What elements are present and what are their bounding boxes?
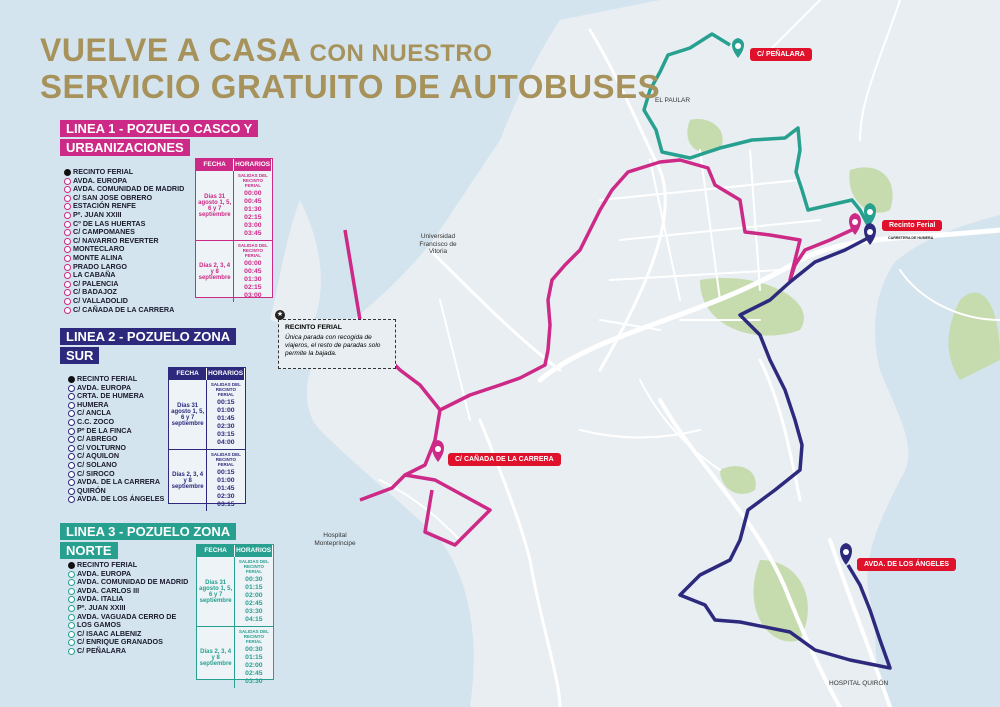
stop-item: AVDA. COMUNIDAD DE MADRID (68, 578, 188, 587)
stop-item: C/ PALENCIA (64, 279, 184, 289)
recinto-note: ★ RECINTO FERIAL Única parada con recogi… (275, 310, 396, 369)
stop-item: C/ PEÑALARA (68, 646, 188, 656)
route-line-2 (678, 236, 892, 670)
stop-item: QUIRÓN (68, 486, 164, 496)
stop-item: C/ ENRIQUE GRANADOS (68, 638, 188, 647)
stop-item: RECINTO FERIAL (64, 167, 184, 177)
stop-item: AVDA. EUROPA (68, 569, 188, 579)
stop-item: C/ NAVARRO REVERTER (64, 236, 184, 246)
pin-recinto-magenta-icon (849, 213, 861, 235)
stop-item: HUMERA (68, 400, 164, 410)
stop-item: PRADO LARGO (64, 262, 184, 272)
stop-item: Pº. JUAN XXIII (68, 603, 188, 613)
stop-item: RECINTO FERIAL (68, 374, 164, 384)
stop-item: AVDA. CARLOS III (68, 586, 188, 596)
stop-item: C/ ABREGO (68, 435, 164, 444)
place-hospital-quiron: HOSPITAL QUIRÓN (829, 680, 889, 687)
stop-item: C/ SAN JOSE OBRERO (64, 193, 184, 203)
stop-item: CRTA. DE HUMERA (68, 392, 164, 401)
stop-item: MONTE ALINA (64, 253, 184, 263)
place-el-paular: EL PAULAR (655, 97, 691, 104)
pin-canada-icon (432, 440, 444, 462)
stop-item: AVDA. VAGUADA CERRO DE (68, 612, 188, 622)
stop-item: AVDA. COMUNIDAD DE MADRID (64, 185, 184, 194)
stop-item: C/ CAÑADA DE LA CARRERA (64, 305, 184, 315)
pin-label-recinto: Recinto Ferial CARRETERA DE HUMERA (882, 220, 943, 240)
land-area-west (270, 200, 321, 330)
pin-label-canada: C/ CAÑADA DE LA CARRERA (448, 453, 561, 466)
pin-label-penalara: C/ PEÑALARA (750, 48, 812, 61)
stop-item: C/ VOLTURNO (68, 443, 164, 453)
stop-item: AVDA. EUROPA (68, 383, 164, 393)
stop-item: MONTECLARO (64, 245, 184, 254)
pin-label-angeles: AVDA. DE LOS ÁNGELES (857, 558, 957, 571)
stop-item: C/ VALLADOLID (64, 296, 184, 306)
line-2-header: LINEA 2 - POZUELO ZONA SUR (60, 328, 237, 366)
stop-item: C/ AQUILON (68, 452, 164, 461)
pin-recinto-navy-icon (864, 223, 876, 245)
pin-penalara-icon (732, 38, 744, 58)
stop-item: C.C. ZOCO (68, 417, 164, 427)
stop-item: ESTACIÓN RENFE (64, 202, 184, 211)
stop-item: Cº DE LAS HUERTAS (64, 219, 184, 229)
stop-item: AVDA. EUROPA (64, 176, 184, 186)
line-1-header: LINEA 1 - POZUELO CASCO Y URBANIZACIONES (60, 120, 259, 158)
stop-item: C/ SIROCO (68, 469, 164, 479)
line-3-header: LINEA 3 - POZUELO ZONA NORTE (60, 523, 237, 561)
stop-item: C/ ANCLA (68, 409, 164, 418)
page-title: VUELVE A CASA CON NUESTRO SERVICIO GRATU… (40, 32, 661, 105)
pin-angeles-icon (840, 543, 852, 565)
stop-item: AVDA. DE LOS ÁNGELES (68, 495, 164, 504)
stop-item: Pº DE LA FINCA (68, 426, 164, 436)
stop-item: C/ ISAAC ALBENIZ (68, 629, 188, 639)
land-area (306, 0, 1000, 707)
stop-item: LOS GAMOS (68, 621, 188, 630)
route-line-3 (642, 32, 870, 226)
star-icon: ★ (275, 310, 285, 320)
stop-item: C/ BADAJOZ (64, 288, 184, 297)
stop-item: AVDA. ITALIA (68, 595, 188, 604)
pin-recinto-teal-icon (864, 203, 876, 225)
stop-item: AVDA. DE LA CARRERA (68, 478, 164, 487)
stop-item: C/ CAMPOMANES (64, 228, 184, 237)
stop-item: C/ SOLANO (68, 460, 164, 470)
place-universidad: Universidad Francisco de Vitoria (419, 233, 457, 255)
stop-item: Pº. JUAN XXIII (64, 210, 184, 220)
place-hospital-montepr: Hospital Montepríncipe (314, 532, 356, 547)
stop-item: LA CABAÑA (64, 271, 184, 280)
stop-item: RECINTO FERIAL (68, 560, 188, 570)
